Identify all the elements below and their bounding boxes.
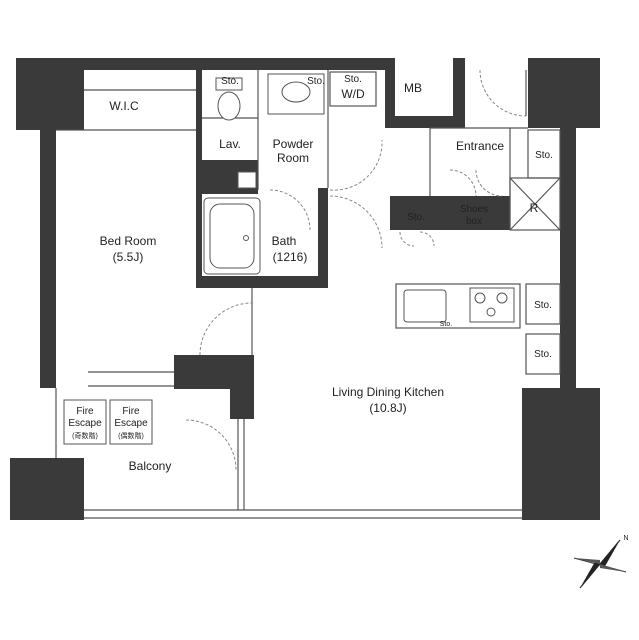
fire-escape-labels: Fire Escape (奇数階) Fire Escape (偶数階) — [68, 406, 148, 440]
fire-escape-left-3: (奇数階) — [72, 431, 98, 440]
entrance-label: Entrance — [456, 139, 504, 153]
ldk-size: (10.8J) — [369, 401, 406, 415]
fire-escape-right-3: (偶数階) — [118, 431, 144, 440]
powder-label-2: Room — [277, 151, 309, 165]
powder-label-1: Powder — [273, 137, 314, 151]
balcony-label: Balcony — [129, 459, 172, 473]
bath-size: (1216) — [273, 250, 308, 264]
lav-label: Lav. — [219, 137, 241, 151]
sto-kitchen-right-label: Sto. — [534, 300, 552, 311]
sto-sink-label: Sto. — [440, 321, 453, 328]
walls — [10, 58, 600, 520]
interior-lines — [55, 70, 561, 519]
fixtures — [63, 73, 515, 445]
sto-hall-label: Sto. — [407, 212, 425, 223]
r-label: R — [530, 201, 539, 215]
room-labels: W.I.C Bed Room (5.5J) Lav. Powder Room B… — [100, 81, 539, 473]
bedroom-label: Bed Room — [100, 234, 157, 248]
door-swings — [185, 69, 527, 471]
fire-escape-right-2: Escape — [114, 418, 148, 429]
shoes-box-label-2: box — [466, 216, 482, 227]
ldk-label: Living Dining Kitchen — [332, 385, 444, 399]
mb-label: MB — [404, 81, 422, 95]
sto-powder-label: Sto. — [307, 76, 325, 87]
fire-escape-left-1: Fire — [76, 406, 94, 417]
sto-entrance-label: Sto. — [535, 150, 553, 161]
compass-north-label: N — [623, 535, 628, 542]
sto-wd-label: Sto. — [344, 74, 362, 85]
fire-escape-left-2: Escape — [68, 418, 102, 429]
compass-rose-icon: N — [573, 535, 629, 589]
wic-label: W.I.C — [109, 99, 139, 113]
bath-label: Bath — [272, 234, 297, 248]
sto-lav-label: Sto. — [221, 76, 239, 87]
storage-labels: Sto. Sto. Sto. Sto. Sto. Sto. Sto. Sto. — [221, 74, 553, 360]
bedroom-size: (5.5J) — [113, 250, 144, 264]
wd-label: W/D — [341, 87, 365, 101]
fire-escape-right-1: Fire — [122, 406, 140, 417]
shoes-box-label-1: Shoes — [460, 204, 488, 215]
sto-kitchen-right-2-label: Sto. — [534, 349, 552, 360]
